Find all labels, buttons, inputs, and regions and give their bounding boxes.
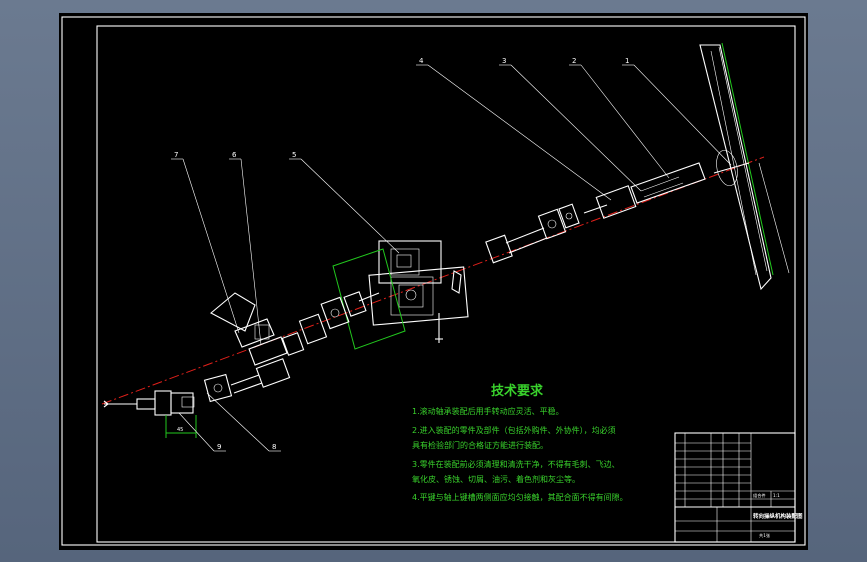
material-value: 组合件 bbox=[753, 492, 766, 499]
steering-column bbox=[583, 162, 706, 219]
callout-9: 9 bbox=[217, 443, 221, 451]
title-block: 转向操纵机构装配图 1:1 组合件 共1张 bbox=[674, 432, 803, 543]
scale-value: 1:1 bbox=[773, 493, 780, 498]
callout-6: 6 bbox=[232, 151, 237, 159]
intermediate-shaft bbox=[210, 292, 291, 394]
requirement-line-5: 氧化皮、锈蚀、切屑、油污、着色剂和灰尘等。 bbox=[412, 474, 580, 484]
cad-drawing: 45 1 2 3 4 5 6 7 8 9 技术要求 1.滚动轴承装配后用手转动应… bbox=[61, 16, 806, 546]
callout-5: 5 bbox=[292, 151, 296, 159]
callout-leaders bbox=[171, 64, 732, 452]
drawing-name: 转向操纵机构装配图 bbox=[753, 512, 803, 520]
requirement-line-1: 1.滚动轴承装配后用手转动应灵活、平稳。 bbox=[412, 406, 564, 416]
callout-numbers: 1 2 3 4 5 6 7 8 9 bbox=[174, 57, 629, 451]
callout-1: 1 bbox=[625, 57, 629, 65]
drawing-sheet: 45 1 2 3 4 5 6 7 8 9 技术要求 1.滚动轴承装配后用手转动应… bbox=[59, 13, 808, 550]
callout-3: 3 bbox=[502, 57, 506, 65]
callout-8: 8 bbox=[272, 443, 276, 451]
requirement-line-2: 2.进入装配的零件及部件（包括外购件、外协件），均必须 bbox=[412, 425, 616, 435]
requirements-title: 技术要求 bbox=[491, 383, 544, 399]
requirement-line-6: 4.平键与轴上键槽两侧面应均匀接触，其配合面不得有间隙。 bbox=[412, 492, 628, 502]
steering-gear-box bbox=[332, 240, 469, 350]
middle-universal-joint bbox=[281, 291, 380, 356]
svg-text:45: 45 bbox=[177, 427, 183, 433]
upper-universal-joint bbox=[485, 203, 580, 264]
gear-box-outline bbox=[332, 248, 406, 350]
technical-requirements: 技术要求 1.滚动轴承装配后用手转动应灵活、平稳。 2.进入装配的零件及部件（包… bbox=[412, 383, 628, 502]
dimension-45: 45 bbox=[165, 415, 197, 438]
callout-7: 7 bbox=[174, 151, 178, 159]
requirement-line-4: 3.零件在装配前必须清理和清洗干净，不得有毛刺、飞边、 bbox=[412, 459, 620, 469]
callout-4: 4 bbox=[419, 57, 424, 65]
callout-2: 2 bbox=[572, 57, 576, 65]
main-centerline bbox=[101, 156, 765, 405]
outer-frame bbox=[61, 16, 806, 546]
steering-wheel bbox=[699, 42, 790, 291]
lower-universal-joint bbox=[103, 373, 233, 416]
requirement-line-3: 具有检验部门的合格证方能进行装配。 bbox=[412, 440, 548, 450]
sheet-value: 共1张 bbox=[759, 532, 771, 539]
inner-frame bbox=[96, 25, 796, 543]
